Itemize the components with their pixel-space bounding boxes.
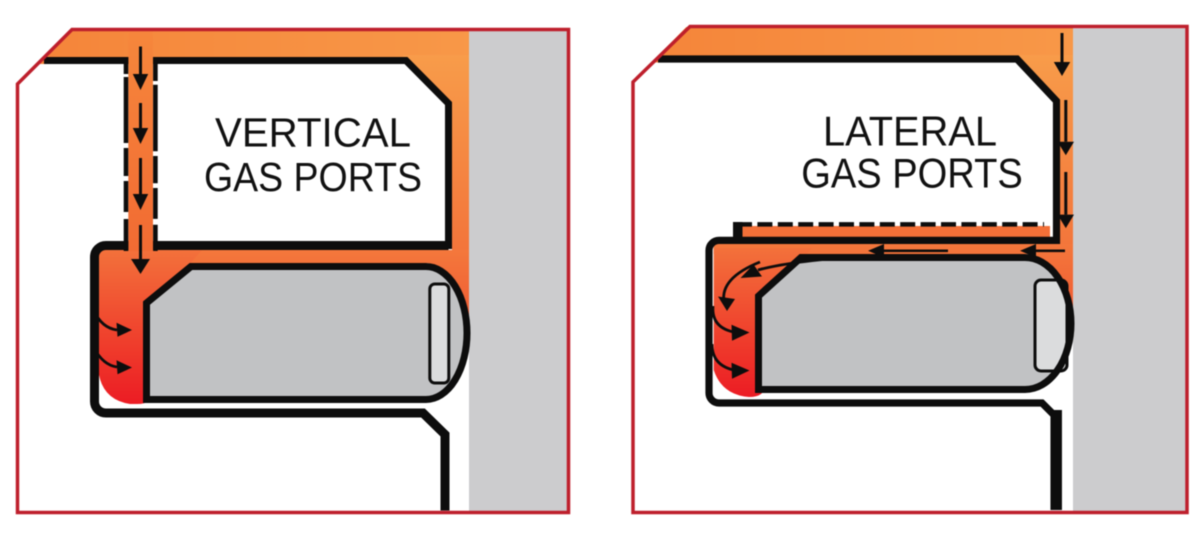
svg-text:LATERAL: LATERAL bbox=[823, 108, 997, 155]
svg-text:VERTICAL: VERTICAL bbox=[215, 110, 411, 156]
svg-text:GAS PORTS: GAS PORTS bbox=[204, 154, 422, 200]
svg-text:GAS PORTS: GAS PORTS bbox=[801, 150, 1023, 197]
